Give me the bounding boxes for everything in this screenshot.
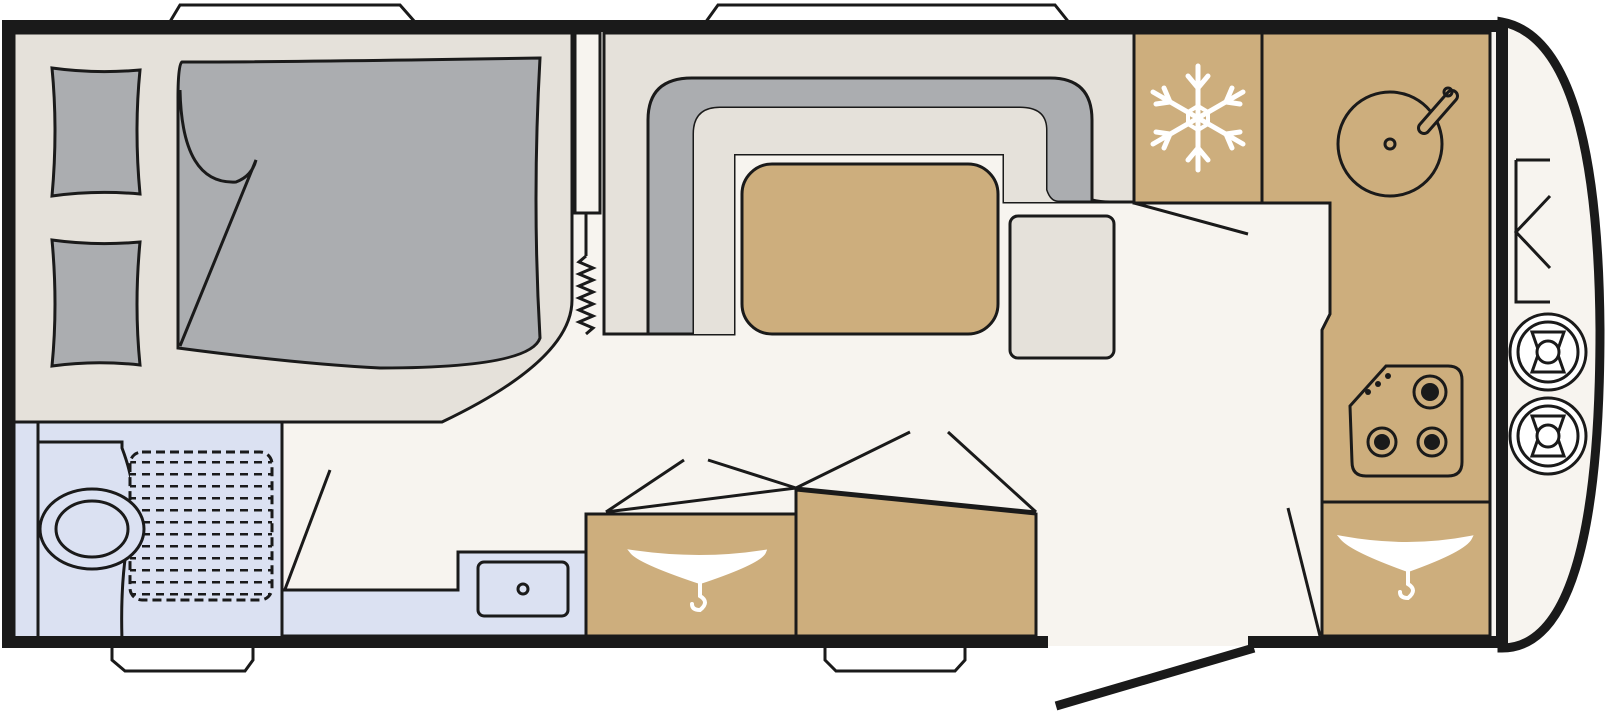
lounge-cushion-highlight	[694, 108, 1058, 334]
bed-duvet	[176, 56, 542, 370]
door-swing-2	[707, 458, 797, 490]
toilet-seat	[54, 499, 130, 559]
kitchen-sink-drain	[1383, 137, 1397, 151]
drawbar-marker	[1513, 158, 1552, 304]
faucet-inner	[1420, 92, 1456, 132]
stove-knob-3	[1385, 373, 1391, 379]
door-swing-3	[795, 430, 911, 490]
folding-curtain	[575, 254, 597, 336]
pillow-upper	[50, 66, 142, 198]
burner-3-core	[1424, 434, 1440, 450]
burner-1-core	[1421, 383, 1439, 401]
kitchen-counter	[1260, 31, 1492, 638]
outer-walls	[2, 20, 1508, 648]
pillow-lower	[50, 238, 142, 368]
door-swing-4	[946, 430, 1038, 514]
faucet-knob	[1442, 86, 1454, 98]
stove-knob-1	[1365, 389, 1371, 395]
gas-bottle-icon	[1508, 396, 1588, 476]
burner-2-core	[1374, 434, 1390, 450]
entry-door	[1054, 643, 1256, 711]
gas-bottle-icon	[1508, 312, 1588, 392]
dinette-table	[740, 162, 1000, 336]
snowflake-icon	[1150, 63, 1246, 173]
wardrobe-center-right	[794, 488, 1038, 638]
bed-duvet-fold	[178, 89, 258, 347]
hanger-icon	[627, 549, 768, 613]
lounge-stool	[1008, 214, 1116, 360]
door-swing-1	[605, 458, 685, 514]
shower-tray	[128, 450, 274, 602]
bathroom-door-swing	[282, 469, 332, 593]
entry-door-swing	[1286, 507, 1322, 637]
kitchen-sink	[1336, 90, 1444, 198]
sink-drain	[516, 582, 530, 596]
hanger-icon	[1336, 535, 1474, 601]
washbasin-sink	[476, 560, 570, 618]
stove-knob-2	[1375, 381, 1381, 387]
partition-column	[573, 31, 602, 215]
fridge-door-swing	[1133, 201, 1249, 236]
